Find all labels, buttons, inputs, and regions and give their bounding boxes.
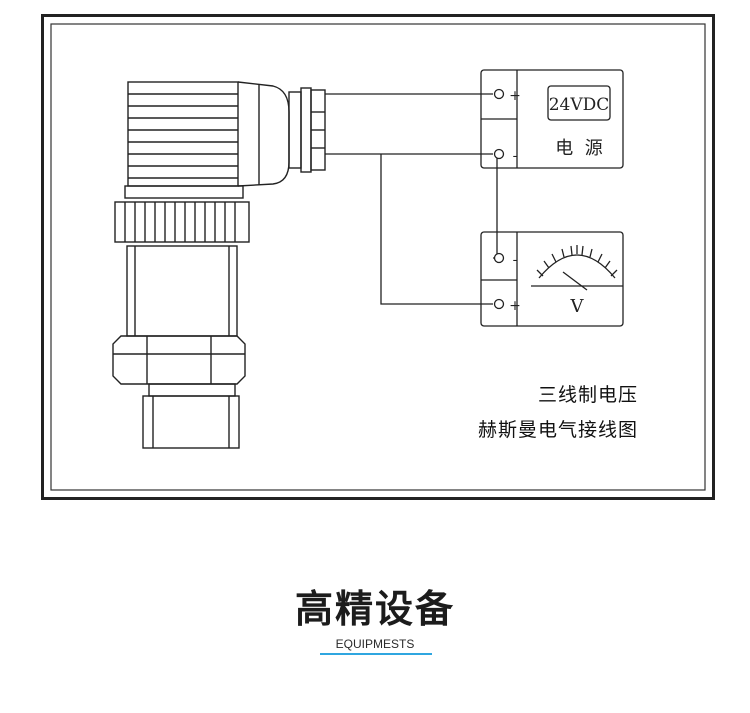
pressure-transmitter xyxy=(112,81,326,449)
outer-border xyxy=(41,14,715,500)
section-title: 高精设备 xyxy=(294,587,455,631)
power-supply xyxy=(480,69,624,169)
ps-minus-sign: - xyxy=(513,148,518,164)
ps-plus-sign: + xyxy=(509,88,521,104)
vm-minus-sign: - xyxy=(513,252,518,268)
caption-line2: 赫斯曼电气接线图 xyxy=(477,419,638,441)
section-subtitle: EQUIPMESTS xyxy=(335,637,415,651)
voltage-label: 24VDC xyxy=(549,95,610,115)
wiring-diagram: + - - + 24VDC 电 源 V xyxy=(41,14,715,500)
vm-plus-sign: + xyxy=(509,298,521,314)
caption-line1: 三线制电压 xyxy=(537,384,638,406)
wires xyxy=(325,93,498,305)
subtitle-underline xyxy=(320,653,432,655)
voltmeter xyxy=(480,231,624,327)
voltmeter-unit-label: V xyxy=(570,296,585,317)
inner-border xyxy=(50,23,706,491)
power-name-label: 电 源 xyxy=(555,138,602,159)
